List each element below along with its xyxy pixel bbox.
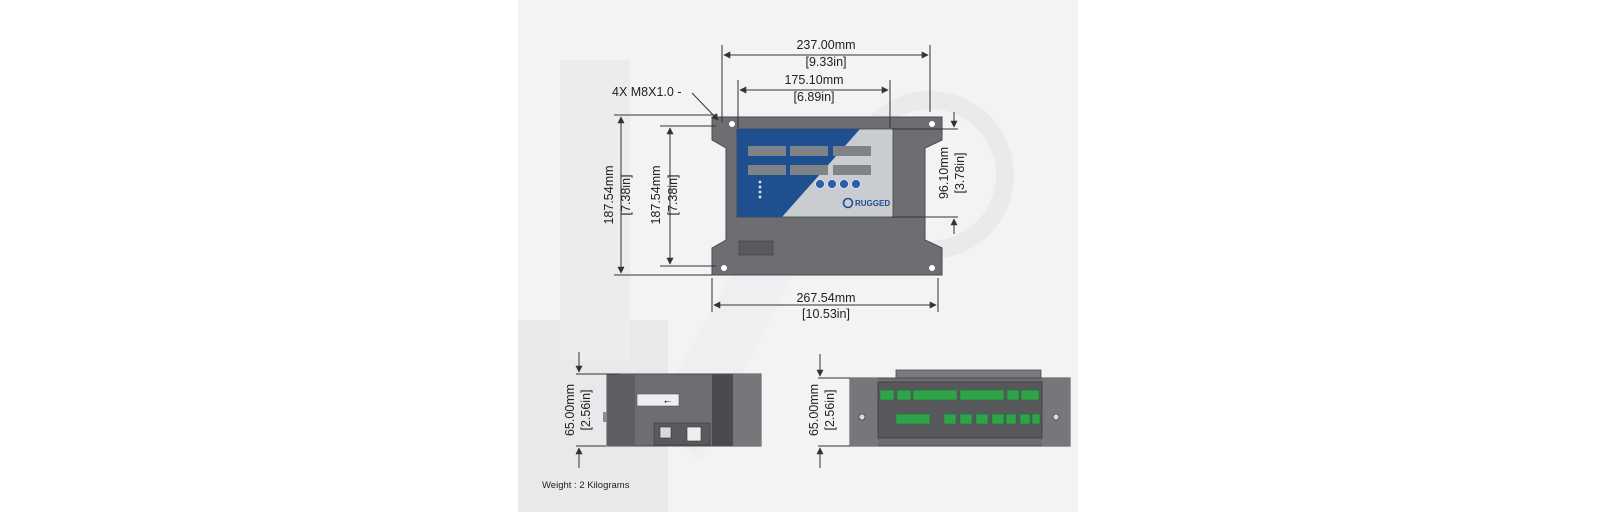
hole-height-mm: 187.54mm (649, 165, 663, 224)
keypad-buttons (815, 179, 861, 189)
dim-rear-depth: 65.00mm [2.56in] (807, 354, 850, 468)
dim-hole-spacing: 175.10mm [6.89in] (737, 73, 891, 128)
dim-base-width: 267.54mm [10.53in] (711, 278, 939, 321)
base-width-in: [10.53in] (802, 307, 850, 321)
dim-panel-height: 96.10mm [3.78in] (892, 112, 967, 234)
mount-thread-label: 4X M8X1.0 - (612, 85, 681, 99)
terminal-connectors-bottom (895, 413, 1041, 425)
panel-height-mm: 96.10mm (937, 147, 951, 199)
dim-hole-height: 187.54mm [7.38in] (649, 125, 716, 267)
weight-note: Weight : 2 Kilograms (542, 480, 630, 491)
brand-logo-icon (842, 197, 854, 209)
dim-top-width: 237.00mm [9.33in] (721, 38, 931, 122)
base-width-mm: 267.54mm (796, 291, 855, 305)
mount-hole (729, 121, 735, 127)
ethernet-port (686, 426, 702, 442)
side-depth-in: [2.56in] (579, 389, 593, 430)
front-view-device: RUGGED (711, 116, 943, 276)
overall-height-mm: 187.54mm (602, 165, 616, 224)
mount-hole (1052, 413, 1060, 421)
top-width-in: [9.33in] (805, 55, 846, 69)
dim-side-depth: 65.00mm [2.56in] (563, 352, 620, 468)
terminal-connectors-top (879, 389, 1040, 401)
usb-port (659, 426, 672, 439)
mount-hole (721, 265, 727, 271)
display-windows (748, 146, 871, 175)
mount-hole (929, 121, 935, 127)
usb-icon: ⭠ (664, 397, 671, 407)
mount-hole (858, 413, 866, 421)
brand-label: RUGGED (855, 199, 890, 208)
led-indicators (758, 180, 762, 199)
hole-spacing-mm: 175.10mm (784, 73, 843, 87)
panel-height-in: [3.78in] (953, 152, 967, 193)
usb-port-label (636, 393, 680, 407)
top-width-mm: 237.00mm (796, 38, 855, 52)
overall-height-in: [7.38in] (619, 174, 633, 215)
side-view-device: ⭠ (603, 373, 762, 447)
side-depth-mm: 65.00mm (563, 384, 577, 436)
mount-hole (929, 265, 935, 271)
dim-overall-height: 187.54mm [7.38in] (602, 114, 718, 276)
rear-view-device (849, 369, 1071, 447)
hole-height-in: [7.38in] (666, 174, 680, 215)
hole-spacing-in: [6.89in] (793, 90, 834, 104)
rear-depth-in: [2.56in] (823, 389, 837, 430)
lower-badge (738, 240, 774, 256)
rear-depth-mm: 65.00mm (807, 384, 821, 436)
